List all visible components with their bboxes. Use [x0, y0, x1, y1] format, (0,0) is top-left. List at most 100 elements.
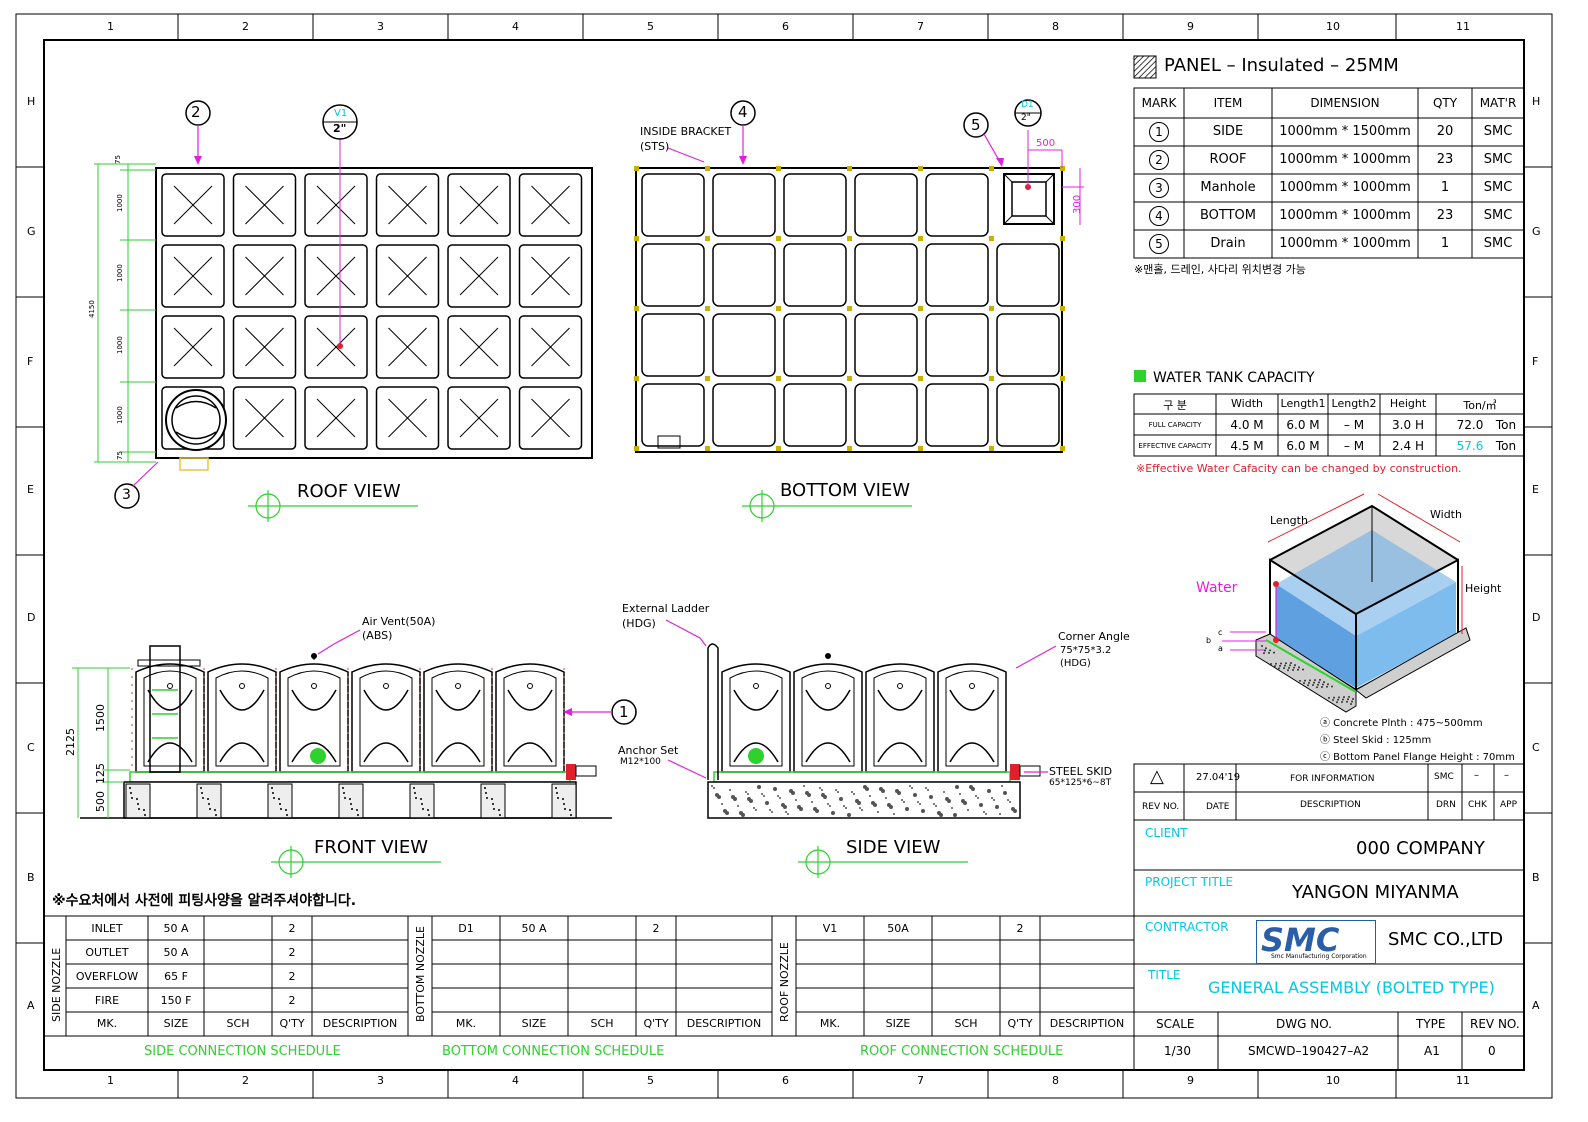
smc-logo: SMC Smc Manufacturing Corporation: [1256, 920, 1376, 964]
outer-border: [15, 13, 1553, 1099]
roof-panel: [518, 386, 583, 450]
air-vent-label: Air Vent(50A): [362, 615, 436, 628]
bottom-panel: [854, 173, 918, 237]
panel-header-4: MAT'R: [1479, 96, 1517, 110]
side-cell-2-3: 2: [288, 970, 296, 983]
anchor-label: Anchor Set: [618, 744, 679, 757]
bottom-nozzle-label: BOTTOM NOZZLE: [414, 926, 427, 1022]
grid-col-bottom-7: 7: [917, 1074, 924, 1087]
bottom-panel: [925, 243, 989, 307]
capacity-cell-0-3: – M: [1343, 418, 1365, 432]
grid-col-bottom-1: 1: [107, 1074, 114, 1087]
bottom-panel: [783, 313, 847, 377]
roof-panel: [232, 315, 297, 379]
grid-col-bottom-9: 9: [1187, 1074, 1194, 1087]
capacity-cell-0-2: 6.0 M: [1286, 418, 1320, 432]
grid-row-right-C: C: [1532, 741, 1540, 754]
roof-dim-bottom: 75: [116, 451, 124, 460]
grid-col-bottom-3: 3: [377, 1074, 384, 1087]
callout-3-roof: [114, 483, 140, 509]
side-panel: [721, 663, 791, 773]
capacity-header-3: Length2: [1331, 397, 1377, 410]
panel-cell-2-2: 1000mm * 1000mm: [1279, 180, 1411, 195]
type-header: TYPE: [1416, 1017, 1446, 1031]
bottom-view-title: BOTTOM VIEW: [780, 480, 911, 501]
ladder-mat: (HDG): [622, 617, 656, 630]
capacity-marker: [1134, 370, 1146, 382]
capacity-cell-0-1: 4.0 M: [1230, 418, 1264, 432]
panel-cell-4-4: SMC: [1483, 236, 1513, 251]
corner-angle-size: 75*75*3.2: [1060, 645, 1112, 656]
side-cell-0-1: 50 A: [163, 922, 189, 935]
corner-angle-mat: (HDG): [1060, 658, 1091, 669]
iso-mark-a: a: [1218, 644, 1223, 653]
bottom-panel: [712, 313, 776, 377]
side-panel: [937, 663, 1007, 773]
revision-date: 27.04'19: [1196, 772, 1241, 783]
revision-h-chk: CHK: [1468, 800, 1487, 810]
capacity-cell-0-0: FULL CAPACITY: [1148, 421, 1202, 429]
side-panel: [207, 663, 277, 773]
side-nozzle-label: SIDE NOZZLE: [50, 947, 63, 1022]
bottom-panel: [854, 243, 918, 307]
ladder-label: External Ladder: [622, 602, 710, 615]
bottom-panel: [641, 313, 705, 377]
side-panel: [865, 663, 935, 773]
panel-header-1: ITEM: [1213, 96, 1243, 110]
grid-row-right-B: B: [1532, 871, 1540, 884]
bottom-header-1: SIZE: [521, 1017, 547, 1030]
side-view-title: SIDE VIEW: [846, 837, 941, 858]
capacity-cell-0-6: Ton: [1495, 418, 1517, 432]
grid-row-left-C: C: [27, 741, 35, 754]
rev-value: 0: [1488, 1044, 1496, 1058]
panel-cell-1-4: SMC: [1483, 152, 1513, 167]
bottom-callout-4-text: 4: [738, 103, 748, 121]
grid-col-top-4: 4: [512, 20, 519, 33]
iso-tank-diagram: [1222, 493, 1471, 713]
contractor-value: SMC CO.,LTD: [1388, 929, 1504, 950]
fitting-notice: ※수요처에서 사전에 피팅사양을 알려주셔야합니다.: [52, 893, 357, 909]
front-callout-1-text: 1: [619, 703, 629, 721]
dim-300: 300: [1072, 194, 1083, 214]
bottom-panel: [996, 313, 1060, 377]
roof-panel: [375, 315, 440, 379]
grid-ticks: [16, 14, 1552, 1098]
grid-col-top-3: 3: [377, 20, 384, 33]
bottom-cell-0-3: 2: [652, 922, 660, 935]
grid-col-bottom-4: 4: [512, 1074, 519, 1087]
bottom-header-2: SCH: [590, 1017, 614, 1030]
panel-cell-4-1: Drain: [1210, 236, 1246, 251]
iso-mark-c: c: [1218, 628, 1223, 637]
roof-panel: [447, 244, 511, 308]
smc-logo-sub: Smc Manufacturing Corporation: [1271, 953, 1367, 960]
panel-cell-0-1: SIDE: [1212, 124, 1244, 139]
grid-row-left-A: A: [27, 999, 35, 1012]
bottom-cell-0-0: D1: [458, 922, 474, 935]
roof-view: [94, 100, 593, 522]
revision-h-desc: DESCRIPTION: [1300, 800, 1361, 810]
roof-dim-total: 4150: [88, 300, 96, 318]
iso-note-a: ⓐ Concrete Plnth : 475~500mm: [1320, 718, 1483, 729]
side-cell-2-0: OVERFLOW: [75, 970, 139, 983]
roof-panel: [161, 244, 225, 308]
bottom-view: [634, 99, 1084, 522]
inside-bracket-mat: (STS): [640, 140, 670, 153]
front-view-title: FRONT VIEW: [314, 837, 429, 858]
steel-skid-size: 65*125*6~8T: [1049, 778, 1112, 788]
grid-col-top-2: 2: [242, 20, 249, 33]
client-value: 000 COMPANY: [1356, 838, 1485, 859]
panel-cell-0-4: SMC: [1483, 124, 1513, 139]
grid-row-right-A: A: [1532, 999, 1540, 1012]
scale-header: SCALE: [1156, 1017, 1195, 1031]
capacity-cell-0-5: 72.0: [1456, 418, 1484, 432]
roof-dim-2: 1000: [116, 264, 124, 282]
iso-note-c: ⓒ Bottom Panel Flange Height : 70mm: [1320, 752, 1515, 763]
panel-cell-4-2: 1000mm * 1000mm: [1279, 236, 1411, 251]
schedule-lines: [43, 915, 1135, 1037]
side-view: [665, 619, 1057, 878]
roof-panel: [304, 315, 368, 379]
bottom-panel: [925, 313, 989, 377]
grid-row-left-D: D: [27, 611, 36, 624]
grid-row-left-H: H: [27, 95, 36, 108]
bottom-header-0: MK.: [455, 1017, 477, 1030]
